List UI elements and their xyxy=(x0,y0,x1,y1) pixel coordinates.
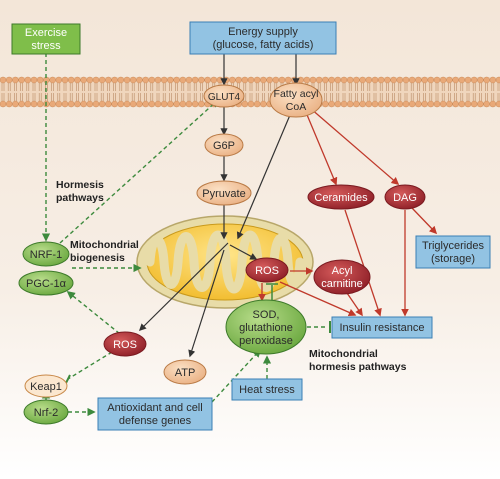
svg-text:Fatty acyl: Fatty acyl xyxy=(274,88,319,100)
pyruvate-oval: Pyruvate xyxy=(196,180,252,206)
svg-text:PGC-1α: PGC-1α xyxy=(26,278,67,290)
svg-text:Mitochondrial: Mitochondrial xyxy=(70,239,139,251)
svg-text:Ceramides: Ceramides xyxy=(314,192,368,204)
cell-membrane xyxy=(0,76,500,108)
g6p-oval: G6P xyxy=(204,133,244,157)
svg-text:Keap1: Keap1 xyxy=(30,381,62,393)
svg-text:Acyl: Acyl xyxy=(332,265,353,277)
svg-text:NRF-1: NRF-1 xyxy=(30,249,62,261)
svg-text:(glucose, fatty acids): (glucose, fatty acids) xyxy=(213,39,314,51)
svg-text:Energy supply: Energy supply xyxy=(228,26,298,38)
svg-text:biogenesis: biogenesis xyxy=(70,252,125,264)
black-arrows xyxy=(138,53,300,358)
svg-text:peroxidase: peroxidase xyxy=(239,335,293,347)
svg-text:SOD,: SOD, xyxy=(253,309,280,321)
energy-supply-box: Energy supply (glucose, fatty acids) xyxy=(189,21,337,55)
svg-text:Insulin resistance: Insulin resistance xyxy=(340,322,425,334)
dag-oval: DAG xyxy=(384,184,426,210)
mito-biogenesis-label: Mitochondrial biogenesis xyxy=(70,239,139,264)
svg-text:ATP: ATP xyxy=(175,367,196,379)
svg-text:stress: stress xyxy=(31,40,61,52)
atp-oval: ATP xyxy=(163,359,207,385)
svg-text:Heat stress: Heat stress xyxy=(239,384,295,396)
svg-text:G6P: G6P xyxy=(213,140,235,152)
svg-text:Hormesis: Hormesis xyxy=(56,179,104,191)
svg-text:Nrf-2: Nrf-2 xyxy=(34,407,58,419)
sod-glutathione-oval: SOD, glutathione peroxidase xyxy=(225,299,307,355)
svg-text:defense genes: defense genes xyxy=(119,415,192,427)
acyl-carnitine-oval: Acyl carnitine xyxy=(313,259,371,295)
insulin-resistance-box: Insulin resistance xyxy=(331,316,433,339)
svg-text:(storage): (storage) xyxy=(431,253,475,265)
svg-text:glutathione: glutathione xyxy=(239,322,293,334)
svg-text:Exercise: Exercise xyxy=(25,27,67,39)
nrf1-oval: NRF-1 xyxy=(22,241,70,267)
svg-text:DAG: DAG xyxy=(393,192,417,204)
green-inhibition-lines xyxy=(65,321,331,384)
antioxidant-genes-box: Antioxidant and cell defense genes xyxy=(97,397,213,431)
glut4-oval: GLUT4 xyxy=(203,84,245,108)
svg-text:pathways: pathways xyxy=(56,192,104,204)
mito-hormesis-label: Mitochondrial hormesis pathways xyxy=(309,348,407,373)
svg-text:Antioxidant and cell: Antioxidant and cell xyxy=(107,402,202,414)
hormesis-pathways-label: Hormesis pathways xyxy=(56,179,104,204)
red-arrows xyxy=(258,107,438,317)
pgc1a-oval: PGC-1α xyxy=(18,270,74,296)
ros-mito-oval: ROS xyxy=(245,257,289,283)
mitochondrion xyxy=(136,215,314,309)
fatty-acyl-coa-oval: Fatty acyl CoA xyxy=(269,82,323,118)
exercise-stress-box: Exercise stress xyxy=(11,23,81,55)
svg-text:Triglycerides: Triglycerides xyxy=(422,240,484,252)
svg-text:hormesis pathways: hormesis pathways xyxy=(309,361,407,373)
svg-text:Mitochondrial: Mitochondrial xyxy=(309,348,378,360)
svg-text:ROS: ROS xyxy=(255,265,279,277)
triglycerides-box: Triglycerides (storage) xyxy=(415,235,491,269)
keap1-oval: Keap1 xyxy=(24,374,68,398)
ceramides-oval: Ceramides xyxy=(307,184,375,210)
heat-stress-box: Heat stress xyxy=(231,378,303,401)
svg-text:CoA: CoA xyxy=(286,101,306,113)
svg-text:GLUT4: GLUT4 xyxy=(208,92,241,103)
svg-text:ROS: ROS xyxy=(113,339,137,351)
ros-left-oval: ROS xyxy=(103,331,147,357)
svg-text:carnitine: carnitine xyxy=(321,278,363,290)
nrf2-oval: Nrf-2 xyxy=(23,399,69,425)
svg-text:Pyruvate: Pyruvate xyxy=(202,188,245,200)
